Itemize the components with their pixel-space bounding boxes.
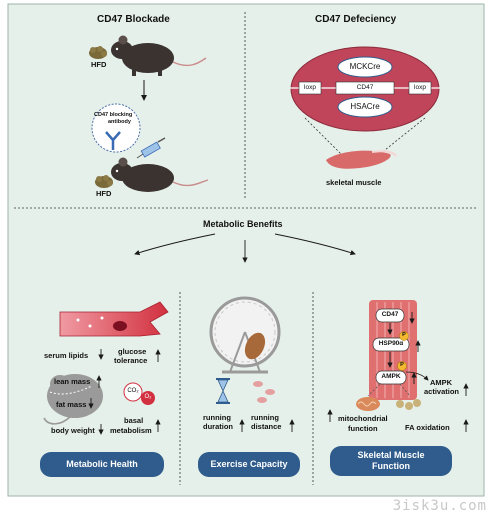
loxp-left-box (298, 81, 322, 95)
label-glucose-line2: tolerance (114, 356, 148, 365)
label-o2: O₂ (144, 394, 152, 400)
o2-circle (141, 391, 155, 405)
skeletal-muscle-icon (326, 150, 397, 169)
label-skeletal-muscle: skeletal muscle (326, 178, 382, 187)
label-mito-line1: mitochondrial (338, 414, 388, 423)
label-phospho-hsp90: P (402, 332, 406, 338)
hourglass-icon (216, 378, 230, 404)
loxp-right-box (408, 81, 432, 95)
label-basal-line1: basal (124, 416, 144, 425)
title-cd47-deficiency: CD47 Defeciency (315, 14, 397, 25)
label-fat-mass: fat mass (56, 400, 87, 409)
mckcre-oval (337, 56, 393, 78)
label-hsacre: HSACre (350, 102, 380, 111)
label-glucose-line1: glucose (118, 347, 147, 356)
cd47-protein-box (375, 308, 405, 323)
antibody-bubble (91, 103, 141, 153)
label-run-duration-line2: duration (203, 422, 233, 431)
arrow-right-curve (274, 233, 356, 256)
skeletal-button-line2: Function (372, 461, 410, 471)
dash-to-fa (399, 383, 411, 397)
skeletal-muscle-button: Skeletal Muscle Function (330, 446, 452, 476)
hsp90-protein-box (372, 337, 410, 352)
label-serum-lipids: serum lipids (44, 351, 89, 360)
label-hfd-bottom: HFD (96, 189, 112, 198)
label-cd47-gene: CD47 (356, 84, 374, 91)
watermark: 3isk3u.com (392, 498, 487, 514)
label-hfd-top: HFD (91, 60, 107, 69)
label-lean-mass: lean mass (54, 377, 91, 386)
dash-to-mito (367, 383, 381, 397)
label-ampk-activation-line2: activation (424, 387, 460, 396)
label-loxp-right: loxp (414, 84, 426, 91)
running-wheel-icon (209, 296, 281, 374)
label-antibody-line1: CD47 blocking (94, 112, 133, 118)
phospho-badge-ampk (397, 361, 407, 371)
label-basal-line2: metabolism (110, 426, 152, 435)
title-metabolic-benefits: Metabolic Benefits (203, 219, 283, 229)
hfd-food-bottom-icon (95, 175, 113, 188)
label-run-duration-line1: running (203, 413, 231, 422)
skeletal-button-line1: Skeletal Muscle (357, 450, 425, 460)
label-hsp90-protein: HSP90α (378, 340, 404, 347)
label-fa-oxidation: FA oxidation (405, 423, 450, 432)
mouse-top-icon (111, 35, 207, 76)
label-phospho-ampk: P (400, 362, 404, 368)
metabolic-health-button: Metabolic Health (40, 452, 164, 477)
label-run-distance-line1: running (251, 413, 279, 422)
exercise-capacity-button: Exercise Capacity (198, 452, 300, 477)
label-body-weight: body weight (51, 426, 95, 435)
mitochondria-icon (356, 397, 380, 411)
footprints-icon (253, 381, 275, 403)
cd47-gene-box (335, 81, 395, 95)
title-cd47-blockade: CD47 Blockade (97, 14, 170, 25)
label-ampk-protein: AMPK (381, 373, 401, 380)
syringe-icon (136, 137, 166, 159)
phospho-badge-hsp90 (399, 331, 409, 341)
label-antibody-line2: antibody (108, 119, 131, 125)
label-mckcre: MCKCre (349, 62, 381, 71)
label-loxp-left: loxp (304, 84, 316, 91)
hfd-food-top-icon (89, 46, 107, 59)
label-co2: CO₂ (127, 388, 139, 394)
label-ampk-activation-line1: AMPK (430, 378, 453, 387)
arrow-left-curve (134, 233, 216, 256)
label-mito-line2: function (348, 424, 378, 433)
hsacre-oval (337, 96, 393, 118)
blood-vessel-icon (59, 301, 169, 337)
cone-line-left (304, 117, 346, 159)
fatty-acid-icon (396, 399, 421, 410)
antibody-icon (105, 131, 121, 150)
arrow-to-ampk-activation (405, 371, 429, 381)
co2-circle (123, 382, 143, 402)
label-run-distance-line2: distance (251, 422, 282, 431)
mouse-bottom-icon (111, 157, 209, 192)
label-cd47-protein: CD47 (381, 311, 399, 318)
ampk-protein-box (375, 370, 407, 385)
